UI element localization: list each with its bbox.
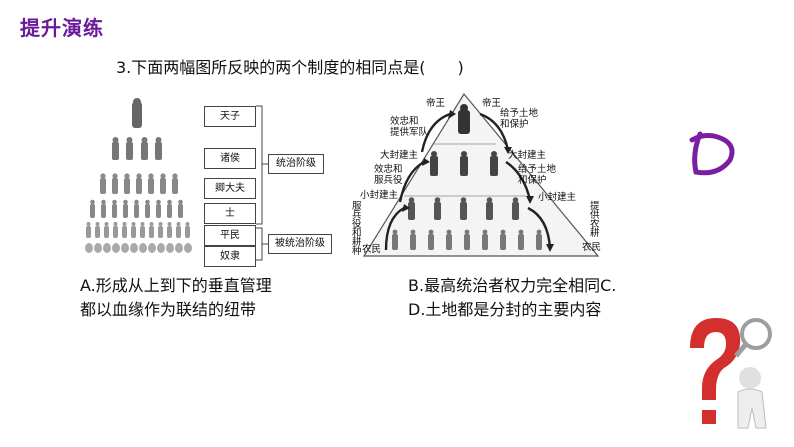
question-mark-thinker-icon <box>690 318 772 429</box>
label-king-left: 帝王 <box>426 98 446 109</box>
label-king-right: 帝王 <box>482 98 502 109</box>
label-peasant-left: 农民 <box>362 244 382 255</box>
feudal-pyramid-figure: 帝王 帝王 效忠和 提供军队 给予土地 和保护 大封建主 大封建主 效忠和 服兵… <box>352 92 614 262</box>
feudal-pyramid-diagram-icon <box>362 92 600 257</box>
section-title: 提升演练 <box>20 16 104 40</box>
option-a-text: A.形成从上到下的垂直管理 <box>80 276 272 295</box>
label-land-protection-top: 给予土地 和保护 <box>500 108 539 130</box>
ruled-class-label: 被统治阶级 <box>268 234 332 254</box>
label-small-lord-right: 小封建主 <box>538 192 577 203</box>
rank-shi: 士 <box>204 203 256 224</box>
label-peasant-right: 农民 <box>582 242 602 253</box>
label-service-farming: 服 兵 役 和 耕 种 <box>352 201 362 257</box>
handwritten-d-icon <box>689 131 735 176</box>
label-small-lord-left: 小封建主 <box>360 190 399 201</box>
ruling-class-label: 统治阶级 <box>268 154 324 174</box>
label-big-lord-right: 大封建主 <box>508 150 547 161</box>
rank-pingmin: 平民 <box>204 225 256 246</box>
label-loyalty-service: 效忠和 服兵役 <box>374 164 403 186</box>
rank-nuli: 奴隶 <box>204 246 256 267</box>
zhou-pyramid-figure: 天子 诸侯 卿大夫 士 平民 奴隶 统治阶级 被统治阶级 <box>84 98 334 270</box>
option-d[interactable]: D.土地都是分封的主要内容 <box>408 300 602 319</box>
option-b[interactable]: B.最高统治者权力完全相同C. <box>408 276 617 295</box>
rank-qingdafu: 卿大夫 <box>204 178 256 199</box>
label-land-protection-mid: 给予土地 和保护 <box>518 164 557 186</box>
question-text: 3.下面两幅图所反映的两个制度的相同点是( ) <box>116 58 464 77</box>
rank-zhuhou: 诸侯 <box>204 148 256 169</box>
zhou-pyramid-people-icon <box>85 98 268 261</box>
label-big-lord-left: 大封建主 <box>380 150 419 161</box>
option-a[interactable]: A.形成从上到下的垂直管理 都以血缘作为联结的纽带 <box>80 274 272 322</box>
label-provide-farming: 提 供 农 耕 <box>590 201 600 239</box>
option-c-text: 都以血缘作为联结的纽带 <box>80 300 257 319</box>
rank-tianzi: 天子 <box>204 106 256 127</box>
label-loyalty-troops: 效忠和 提供军队 <box>390 116 429 138</box>
